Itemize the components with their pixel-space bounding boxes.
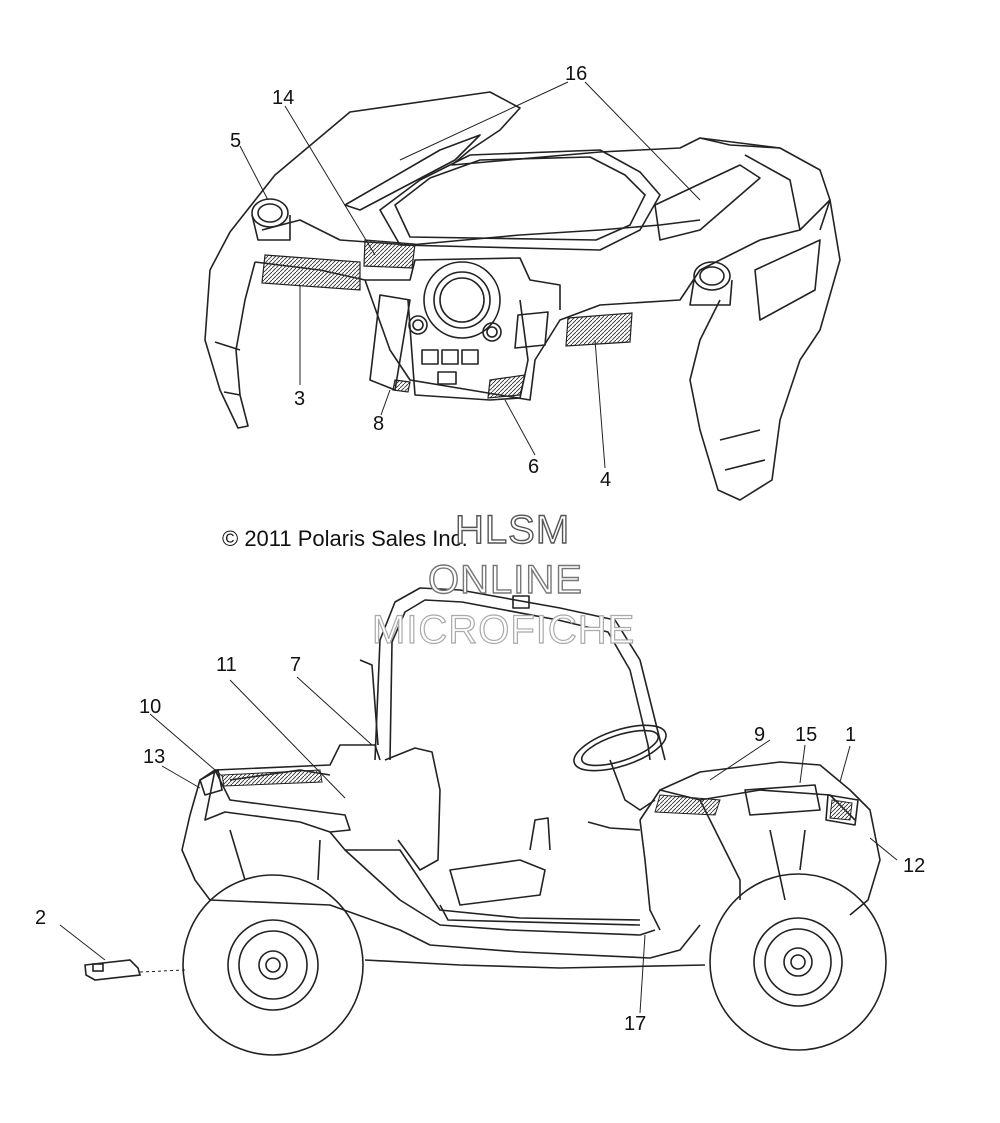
callout-11: 11: [216, 654, 237, 676]
callout-5: 5: [230, 130, 242, 152]
vehicle-side-view: [181, 587, 887, 1056]
callout-17: 17: [624, 1013, 647, 1035]
dashboard-assembly: [204, 91, 841, 501]
callout-2: 2: [35, 907, 47, 929]
callout-10: 10: [139, 696, 162, 718]
copyright-text: © 2011 Polaris Sales Inc.: [222, 526, 468, 551]
callout-12: 12: [903, 855, 926, 877]
part-2-bracket: [84, 959, 186, 981]
watermark-line-3: MICROFICHE: [371, 607, 636, 652]
watermark-line-1: HLSM: [454, 507, 571, 552]
callout-6: 6: [528, 456, 540, 478]
callout-16: 16: [565, 63, 588, 85]
vehicle-decals: [221, 769, 853, 821]
dash-decals: [261, 239, 633, 399]
callout-1: 1: [845, 724, 857, 746]
watermark-line-2: ONLINE: [427, 557, 583, 602]
leader-lines: [59, 81, 898, 1014]
callout-3: 3: [294, 388, 306, 410]
callout-14: 14: [272, 87, 295, 109]
callout-4: 4: [600, 469, 612, 491]
callout-7: 7: [290, 654, 302, 676]
callout-13: 13: [143, 746, 166, 768]
callout-8: 8: [373, 413, 385, 435]
callout-15: 15: [795, 724, 818, 746]
callout-9: 9: [754, 724, 766, 746]
